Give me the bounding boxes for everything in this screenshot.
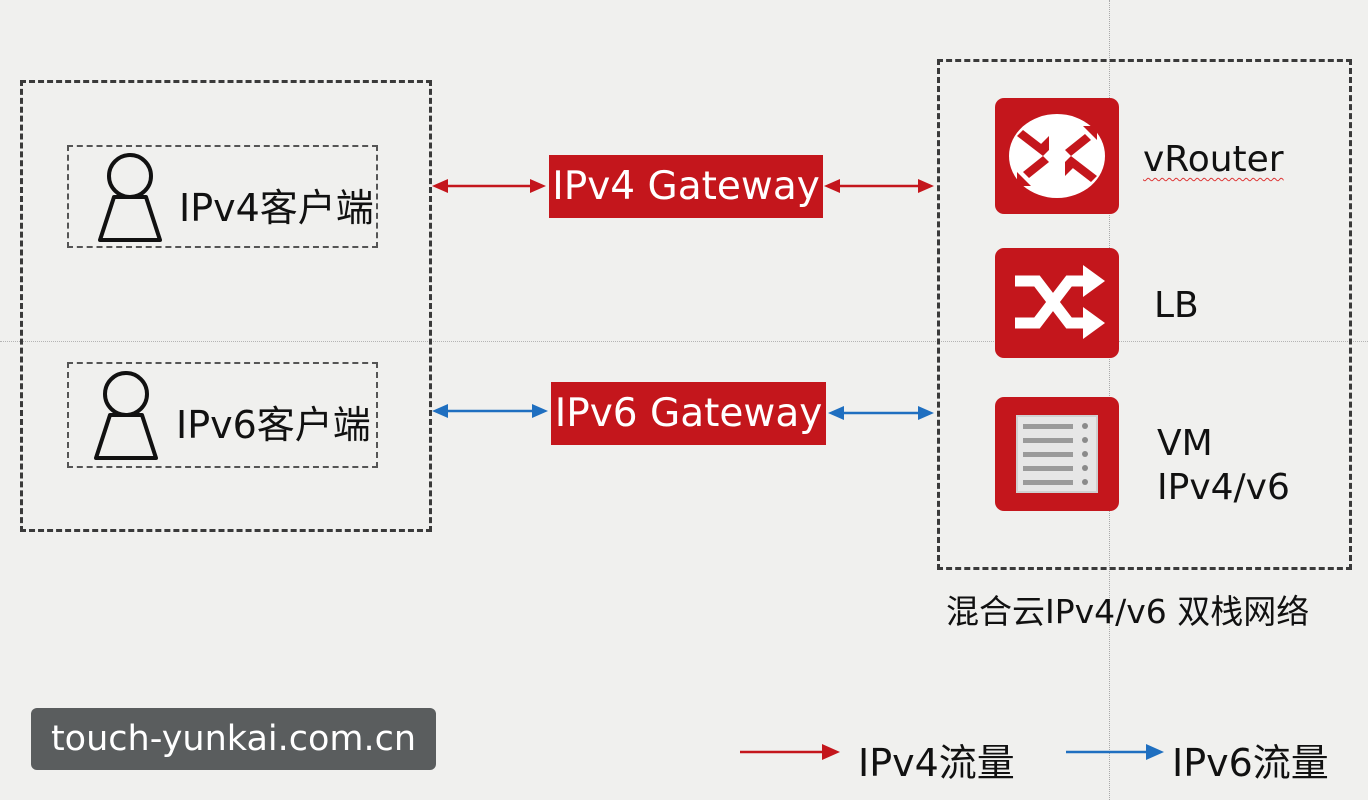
ipv4-gateway: IPv4 Gateway [549, 155, 823, 218]
server-rack-icon [995, 397, 1119, 511]
watermark-badge: touch-yunkai.com.cn [31, 708, 436, 770]
router-icon [995, 98, 1119, 214]
person-outline-icon [98, 153, 162, 242]
vm-label-line1: VM [1157, 423, 1213, 464]
ipv6-gateway: IPv6 Gateway [551, 382, 826, 445]
legend-ipv6-label: IPv6流量 [1172, 741, 1329, 785]
shuffle-icon [995, 248, 1119, 358]
ipv6-client-label: IPv6客户端 [176, 403, 371, 447]
ipv4-arrow-gateway-cloud [824, 179, 934, 193]
horizontal-guide-line [0, 341, 1368, 342]
vm-label-line2: IPv4/v6 [1157, 467, 1290, 508]
legend-ipv6-arrow [1066, 744, 1164, 760]
ipv4-arrow-client-gateway [432, 179, 546, 193]
ipv6-arrow-client-gateway [432, 404, 548, 418]
ipv6-arrow-gateway-cloud [828, 406, 934, 420]
legend-ipv4-label: IPv4流量 [858, 741, 1015, 785]
client-zone [20, 80, 432, 532]
network-caption: 混合云IPv4/v6 双栈网络 [946, 592, 1310, 631]
person-outline-icon [94, 371, 158, 460]
legend-ipv4-arrow [740, 744, 840, 760]
ipv4-client-label: IPv4客户端 [179, 186, 374, 230]
ipv6-client-box [67, 362, 378, 468]
hybrid-cloud-zone [937, 59, 1352, 570]
ipv4-client-box [67, 145, 378, 248]
vrouter-label: vRouter [1143, 139, 1284, 180]
lb-label: LB [1154, 285, 1199, 326]
vm-label: VM IPv4/v6 [1157, 422, 1290, 510]
